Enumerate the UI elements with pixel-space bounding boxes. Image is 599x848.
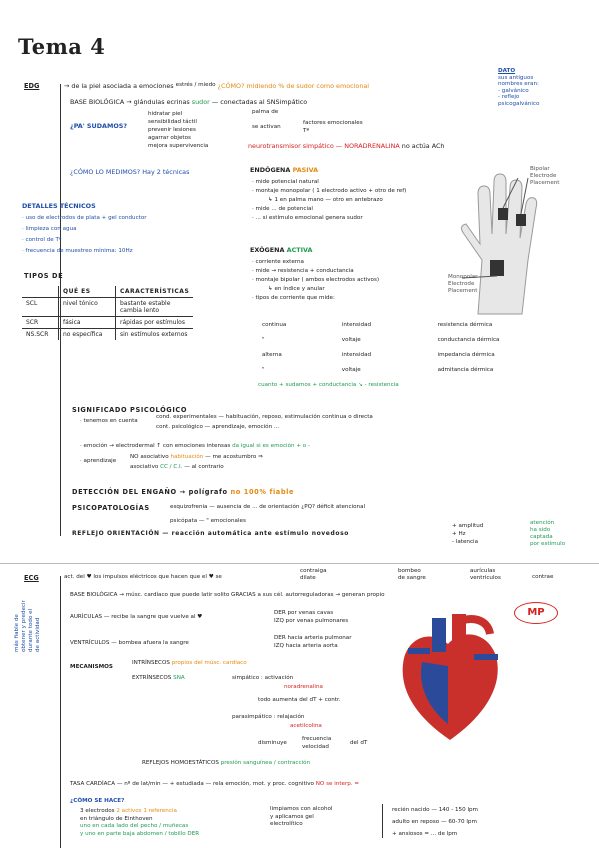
ecg-ven-items: DER hacia arteria pulmonar IZQ hacia art… [274,635,352,649]
ecg-base: BASE BIOLÓGICA → músc. cardíaco que pued… [70,592,385,598]
ecg-label: ECG [24,574,39,582]
ecg-intro-brace: contraiga dilate [300,568,327,581]
signif-cond: cond. experimentales — habituación, repo… [156,414,373,420]
edg-para: ¿PA' SUDAMOS? [70,122,128,130]
signif-emocion: · emoción → electrodermal ↑ con emocione… [80,443,310,449]
ecg-noradrenalina: noradrenalina [284,684,323,690]
exo-list: · corriente externa · mide → resistencia… [252,259,380,301]
corr-footer: cuanto + sudamos + conductancia ↘ - resi… [258,382,399,388]
ecg-vertical-line [60,576,61,848]
ecg-ventriculos: VENTRÍCULOS — bombea afuera la sangre [70,640,189,646]
signif-cont: cont. psicológico — aprendizaje, emoción… [156,424,280,430]
tipos-head: TIPOS DE [24,272,64,280]
endo-head: ENDÓGENA PASIVA [250,166,319,174]
signif-asoc: asociativo CC / C.I. — al contrario [130,464,224,470]
ecg-parasimpatico: parasimpático : relajación [232,714,305,720]
edg-intro: → de la piel asociada a emociones estrés… [64,82,370,90]
reflejo: REFLEJO ORIENTACIÓN — reacción automátic… [72,530,349,537]
signif-tener: · tenemos en cuenta [80,418,138,424]
exo-head: EXÓGENA ACTIVA [250,246,313,254]
edg-base: BASE BIOLÓGICA → glándulas ecrinas sudor… [70,98,308,106]
ecg-como-list: 3 electrodos 2 activos 1 referencia en t… [80,808,200,837]
ecg-aur-ven: aurículas ventrículos [470,568,501,581]
ecg-contrae: contrae [532,574,554,580]
ecg-acetilcolina: acetilcolina [290,723,322,729]
reflejo-note: atención ha sido captada por estímulo [530,520,566,547]
corr-row-1: " voltaje conductancia dérmica [262,337,500,343]
psicopat: PSICOPATOLOGÍAS [72,504,150,512]
dato-note: DATO sus antiguos nombres eran: - galván… [498,68,540,107]
signif-head: SIGNIFICADO PSICOLÓGICO [72,406,188,414]
table-row: SCR fásica rápidas por estímulos [22,316,194,329]
corr-row-0: continua intensidad resistencia dérmica [262,322,493,328]
deteccion: DETECCIÓN DEL ENGAÑO → polígrafo no 100%… [72,488,295,496]
reflejo-list: + amplitud + Hz - latencia [452,523,484,545]
hand-electrode-illustration [460,173,538,315]
endo-list: · mide potencial natural · montaje monop… [252,179,407,221]
edg-factores: factores emocionales Tª [303,120,363,134]
detalles-list: · uso de electrodos de plata + gel condu… [22,215,147,254]
ecg-reflejos: REFLEJOS HOMOESTÁTICOS presión sanguínea… [142,760,311,766]
page-title: Tema 4 [18,34,106,59]
ecg-mecanismos: MECANISMOS [70,664,113,670]
ecg-auriculas: AURÍCULAS — recibe la sangre que vuelve … [70,614,203,620]
monopolar-label: Monopolar Electrode Placement [448,274,478,294]
ecg-frec-tail: del dT [350,740,368,746]
corr-row-3: " voltaje admitancia dérmica [262,367,494,373]
ecg-extrinsecos: EXTRÍNSECOS SNA [132,675,185,681]
ecg-tasa: TASA CARDÍACA — nº de lat/min — + estudi… [70,781,360,787]
table-row: SCL nivel tónico bastante estable cambia… [22,297,194,317]
section-divider [0,563,599,564]
ecg-side-note: más fiable de obtener y predecir durante… [14,600,41,652]
heart-illustration [402,614,498,740]
ecg-simpatico: simpático : activación [232,675,294,681]
edg-palma: palma de [252,109,279,115]
ecg-aur-items: DER por venas cavas IZQ por venas pulmon… [274,610,349,624]
ecg-como: ¿CÓMO SE HACE? [70,798,125,804]
psicopat-esquizo: esquizofrenia — ausencia de ... de orien… [170,504,366,510]
table-row: NS.SCR no específica sin estímulos exter… [22,328,194,340]
edg-medimos: ¿CÓMO LO MEDIMOS? Hay 2 técnicas [70,168,190,176]
ecg-separator [382,804,383,838]
edg-para-list: hidratar piel sensibilidad táctil preven… [148,111,209,149]
signif-aprend: · aprendizaje [80,458,117,464]
mp-badge: MP [514,602,558,624]
ecg-rates: recién nacido — 140 - 150 lpm adulto en … [392,807,478,837]
ecg-intro: act. del ♥ los impulsos eléctricos que h… [64,574,222,580]
ecg-intrinsecos: INTRÍNSECOS propios del músc. cardíaco [132,660,247,666]
edg-neuro: neurotransmisor simpático — NORADRENALIN… [248,142,445,150]
psicopat-psicopata: psicópata — " emocionales [170,518,246,524]
ecg-disminuye: disminuye [258,740,287,746]
ecg-bombeo: bombeo de sangre [398,568,426,581]
signif-no-asoc: NO asociativo habituación — me acostumbr… [130,454,263,460]
corr-row-2: alterna intensidad impedancia dérmica [262,352,495,358]
detalles-head: DETALLES TÉCNICOS [22,202,96,210]
ecg-todo-aumenta: todo aumenta del dT + contr. [258,697,341,703]
edg-activan: se activan [252,124,281,130]
ecg-frec: frecuencia velocidad [302,736,332,750]
bipolar-label: Bipolar Electrode Placement [530,166,560,186]
tipos-table: QUÉ ES CARACTERÍSTICAS SCL nivel tónico … [22,286,194,340]
ecg-limpiamos: limpiamos con alcohol y aplicamos gel el… [270,806,333,827]
edg-label: EDG [24,82,40,90]
